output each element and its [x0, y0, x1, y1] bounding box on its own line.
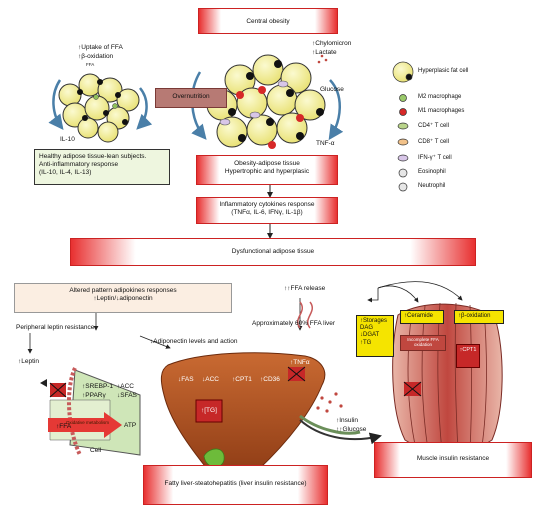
sfas-label: ↓SFAS	[117, 392, 137, 399]
oxidative-label: Oxidative metabolism	[66, 420, 110, 425]
ceramide-box: ↑Ceramide	[400, 310, 444, 324]
dysfunctional-box: Dysfunctional adipose tissue	[70, 238, 476, 266]
ceramide-label: ↑Ceramide	[404, 313, 434, 319]
legend-m1-macrophage: M1 macrophages	[418, 108, 465, 114]
obesity-line2: Hypertrophic and hyperplasic	[224, 168, 310, 176]
obesity-line1: Obesity-adipose tissue	[234, 160, 300, 167]
il10-label: IL-10	[60, 136, 75, 143]
healthy-adipose-cluster	[48, 73, 153, 143]
legend-neutrophil: Neutrophil	[418, 183, 446, 189]
muscle-ir-label: Muscle insulin resistance	[416, 455, 490, 462]
cell-label: Cell	[90, 447, 102, 454]
fatty-liver-label: Fatty liver-steatohepatitis (liver insul…	[164, 480, 307, 487]
altered-line2: ↑Leptin/↓adiponectin	[93, 295, 153, 303]
legend-cd8-t-cell: CD8⁺ T cell	[418, 139, 449, 145]
ffa-release-arrows	[297, 301, 313, 329]
srebp-label: ↑SREBP-1	[82, 383, 114, 390]
ffa-left-label: ↑FFA	[56, 423, 72, 430]
beta-oxidation-box: ↑β-oxidation	[454, 310, 504, 324]
dysfunctional-label: Dysfunctional adipose tissue	[231, 248, 315, 255]
uptake-ffa-label: ↑Uptake of FFA	[78, 44, 123, 51]
insulin-label: ↑Insulin	[336, 417, 359, 424]
beta-oxidation-label: ↑β-oxidation	[78, 53, 114, 60]
glucose-label: Glucose	[320, 86, 344, 93]
inflammatory-box: Inflammatory cytokines response (TNFα, I…	[196, 197, 338, 224]
storages-box: ↑Storages DAG ↓DGAT ↑TG	[356, 315, 394, 357]
peripheral-leptin-label: Peripheral leptin resistance	[16, 324, 95, 331]
healthy-line3: (IL-10, IL-4, IL-13)	[39, 169, 92, 177]
muscle-ir-box: Muscle insulin resistance	[374, 442, 532, 478]
incomplete-ffa-box: Incomplete FFA oxidation	[400, 335, 446, 351]
legend-eosinophil: Eosinophil	[418, 169, 446, 175]
liver-cd36-label: ↑CD36	[260, 376, 280, 383]
circulating-particles	[316, 392, 343, 413]
inflammatory-line2: (TNFα, IL-6, IFNγ, IL-1β)	[231, 209, 303, 217]
inflammatory-line1: Inflammatory cytokines response	[219, 201, 315, 208]
liver-fas-label: ↓FAS	[178, 376, 194, 383]
storages-dgat: ↓DGAT	[360, 332, 380, 339]
altered-line1: Altered pattern adipokines responses	[69, 287, 177, 294]
legend-cd4-t-cell: CD4⁺ T cell	[418, 123, 449, 129]
healthy-title: Healthy adipose tissue-lean subjects.	[39, 153, 147, 160]
liver-cpt1-label: ↑CPT1	[232, 376, 252, 383]
ppar-label: ↑PPARγ	[82, 392, 106, 399]
chylomicron-label: ↑Chylomicron	[312, 40, 352, 47]
legend-m2-macrophage: M2 macrophage	[418, 94, 462, 100]
liver-acc-label: ↓ACC	[202, 376, 219, 383]
muscle-graphic	[392, 302, 503, 453]
tg-liver-label: ↑[TG]	[201, 407, 217, 414]
leptin-label: ↑Leptin	[18, 358, 39, 365]
central-obesity-label: Central obesity	[246, 18, 290, 25]
atp-label: ATP	[124, 422, 137, 429]
overnutrition-box: Overnutrition	[155, 88, 227, 108]
beta-oxidation2-label: ↑β-oxidation	[458, 313, 491, 319]
glucose2-label: ↑↑Glucose	[336, 426, 367, 433]
acc-left-label: ↑ACC	[117, 383, 134, 390]
incomplete-ffa-label: Incomplete FFA oxidation	[407, 337, 439, 348]
lactate-label: ↑Lactate	[312, 49, 337, 56]
liver-tnf-label: ↑TNFα	[290, 359, 310, 366]
approx-ffa-liver-label: Approximately 60% FFA liver	[252, 320, 336, 327]
storages-title: ↑Storages	[360, 318, 388, 324]
fatty-liver-box: Fatty liver-steatohepatitis (liver insul…	[143, 465, 328, 505]
tnf-label: TNF-α	[316, 140, 335, 147]
ffa-release-label: ↑↑FFA release	[284, 285, 326, 292]
healthy-adipose-box: Healthy adipose tissue-lean subjects. An…	[34, 149, 170, 185]
overnutrition-label: Overnutrition	[172, 93, 210, 100]
storages-tg: ↑TG	[360, 339, 372, 346]
legend-ifn-t-cell: IFN-γ⁺ T cell	[418, 155, 452, 161]
adipocyte-cell-graphic	[40, 367, 141, 456]
ffa-small-label: FFA	[86, 62, 95, 67]
cpt1-muscle-label: ↑CPT1	[459, 347, 477, 353]
obesity-tissue-box: Obesity-adipose tissue Hypertrophic and …	[196, 155, 338, 185]
cpt1-muscle-box: ↑CPT1	[456, 344, 480, 368]
adiponectin-levels-label: ↓Adiponectin levels and action	[150, 338, 238, 345]
healthy-line2: Anti-inflammatory response	[39, 161, 119, 169]
legend-icons	[392, 61, 414, 192]
central-obesity-box: Central obesity	[198, 8, 338, 34]
liver-graphic	[160, 352, 326, 482]
legend-fat-cell: Hyperplasic fat cell	[418, 68, 469, 74]
storages-dag: DAG	[360, 325, 374, 332]
altered-adipokines-box: Altered pattern adipokines responses ↑Le…	[14, 283, 232, 313]
